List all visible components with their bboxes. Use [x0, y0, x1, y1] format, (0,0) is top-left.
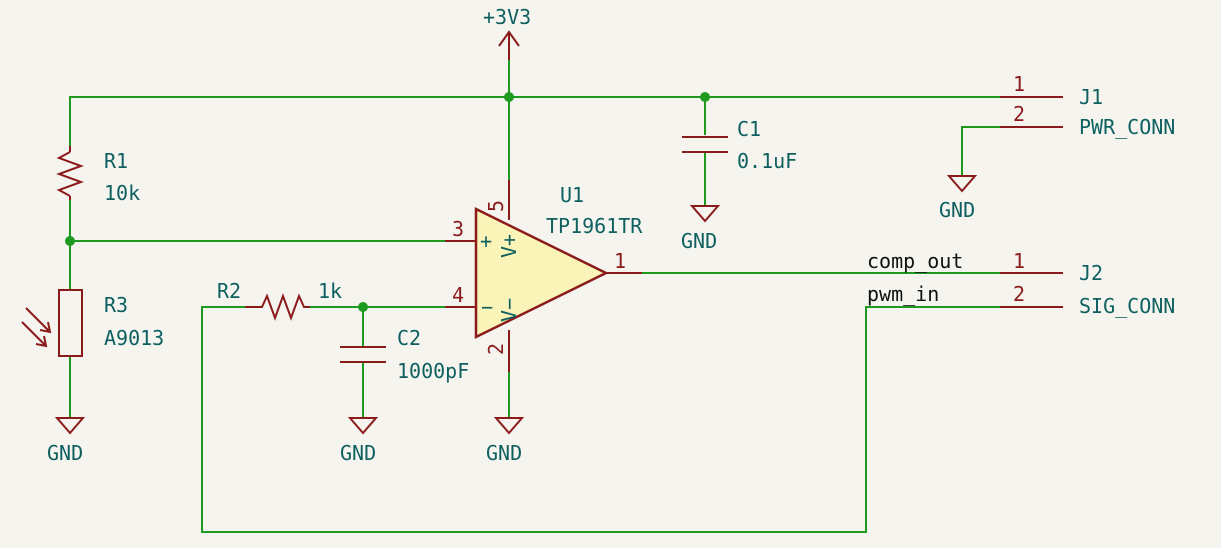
r3-ref: R3	[104, 293, 128, 317]
c2-ref: C2	[397, 326, 421, 350]
gnd-symbol-opamp: GND	[486, 417, 525, 465]
junction-divider	[65, 236, 75, 246]
u1-pin4-number: 4	[452, 283, 464, 307]
photoresistor-r3: R3 A9013	[21, 289, 164, 357]
vcc-power-port: +3V3	[483, 5, 531, 60]
resistor-r2: R2 1k	[217, 279, 342, 321]
j1-value: PWR_CONN	[1079, 115, 1175, 139]
gnd-label-j1: GND	[939, 198, 975, 222]
r2-ref: R2	[217, 279, 241, 303]
u1-pin1-number: 1	[614, 249, 626, 273]
gnd-symbol-r3: GND	[47, 417, 86, 465]
u1-value: TP1961TR	[546, 214, 643, 238]
u1-vneg-mark: V−	[497, 298, 521, 322]
u1-plus-mark: +	[480, 229, 492, 253]
j1-pin1-number: 1	[1013, 72, 1025, 96]
gnd-label-c1: GND	[681, 229, 717, 253]
connector-j2: 1 2 J2 SIG_CONN	[1000, 249, 1175, 318]
u1-vpos-mark: V+	[497, 234, 521, 258]
capacitor-c1: C1 0.1uF	[682, 117, 797, 173]
net-label-comp-out: comp_out	[867, 249, 963, 273]
vcc-label: +3V3	[483, 5, 531, 29]
j1-pin2-number: 2	[1013, 102, 1025, 126]
wire-pwm-in-loop	[201, 306, 1000, 533]
gnd-symbol-j1: GND	[939, 175, 978, 222]
r1-ref: R1	[104, 149, 128, 173]
u1-pin5-number: 5	[484, 200, 508, 212]
u1-minus-mark: −	[481, 295, 493, 319]
j1-ref: J1	[1079, 85, 1103, 109]
gnd-symbol-c1: GND	[681, 205, 721, 253]
gnd-label-opamp: GND	[486, 441, 522, 465]
r3-value: A9013	[104, 326, 164, 350]
r1-value: 10k	[104, 181, 140, 205]
resistor-r1: R1 10k	[56, 146, 140, 205]
gnd-label-c2: GND	[340, 441, 376, 465]
opamp-triangle	[474, 206, 609, 340]
gnd-symbol-c2: GND	[340, 417, 379, 465]
opamp-u1: + − V+ V− 3 4 5 2 1 U1 TP1961TR	[445, 180, 643, 372]
r2-value: 1k	[318, 279, 342, 303]
junction-rc-node	[358, 302, 368, 312]
j2-value: SIG_CONN	[1079, 294, 1175, 318]
junction-vcc-c1	[700, 92, 710, 102]
c1-ref: C1	[737, 117, 761, 141]
c1-value: 0.1uF	[737, 149, 797, 173]
j2-ref: J2	[1079, 261, 1103, 285]
u1-ref: U1	[560, 183, 584, 207]
u1-pin3-number: 3	[452, 217, 464, 241]
wire-j1-pin2-gnd	[961, 126, 1000, 176]
capacitor-c2: C2 1000pF	[340, 326, 469, 383]
j2-pin1-number: 1	[1013, 249, 1025, 273]
wire-vcc-rail	[69, 96, 1000, 146]
gnd-label-r3: GND	[47, 441, 83, 465]
wires	[69, 60, 1000, 533]
c2-value: 1000pF	[397, 359, 469, 383]
junctions	[65, 92, 710, 312]
net-label-pwm-in: pwm_in	[867, 282, 939, 306]
junction-vcc-opamp	[504, 92, 514, 102]
j2-pin2-number: 2	[1013, 282, 1025, 306]
connector-j1: 1 2 J1 PWR_CONN	[1000, 72, 1175, 139]
u1-pin2-number: 2	[484, 343, 508, 355]
